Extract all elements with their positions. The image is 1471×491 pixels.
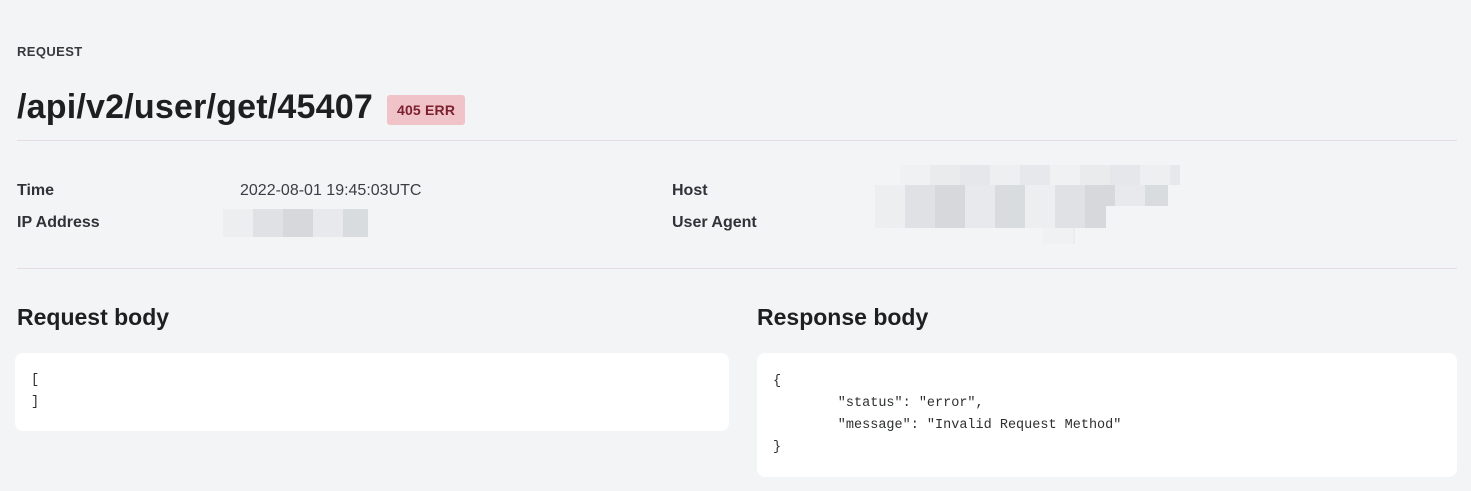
redacted-ip-address-value (223, 209, 368, 237)
response-body-code: { "status": "error", "message": "Invalid… (757, 353, 1457, 477)
response-body-heading: Response body (757, 304, 929, 330)
redacted-host-value (875, 185, 1168, 206)
redaction-strip (1043, 228, 1075, 244)
section-label: REQUEST (17, 44, 83, 59)
meta-row-host: Host (672, 175, 1457, 207)
meta-row-time: Time 2022-08-01 19:45:03UTC (17, 175, 672, 207)
response-body-panel: Response body { "status": "error", "mess… (757, 303, 1457, 477)
request-detail-page: REQUEST /api/v2/user/get/45407 405 ERR T… (15, 44, 1457, 477)
request-body-code: [ ] (15, 353, 729, 431)
meta-row-user-agent: User Agent (672, 207, 1457, 239)
redacted-user-agent-value (875, 206, 1106, 228)
endpoint-title: /api/v2/user/get/45407 (17, 88, 373, 126)
title-row: /api/v2/user/get/45407 405 ERR (17, 87, 1457, 127)
metadata-section: Time 2022-08-01 19:45:03UTC IP Address H… (17, 141, 1457, 244)
ip-address-label: IP Address (17, 214, 100, 231)
divider-top (17, 140, 1457, 141)
host-label: Host (672, 182, 708, 199)
request-body-panel: Request body [ ] (15, 303, 729, 477)
time-label: Time (17, 182, 55, 199)
redacted-host-user-agent-values (875, 165, 1180, 244)
request-body-heading: Request body (17, 304, 170, 330)
meta-row-ip-address: IP Address (17, 207, 672, 239)
metadata-column-left: Time 2022-08-01 19:45:03UTC IP Address (17, 175, 672, 239)
time-value: 2022-08-01 19:45:03UTC (240, 182, 422, 199)
user-agent-label: User Agent (672, 214, 757, 231)
redaction-strip (900, 165, 1180, 185)
metadata-column-right: Host User Agent (672, 165, 1457, 244)
bodies-section: Request body [ ] Response body { "status… (15, 269, 1457, 477)
divider-bottom (17, 268, 1457, 269)
status-badge: 405 ERR (386, 95, 466, 125)
